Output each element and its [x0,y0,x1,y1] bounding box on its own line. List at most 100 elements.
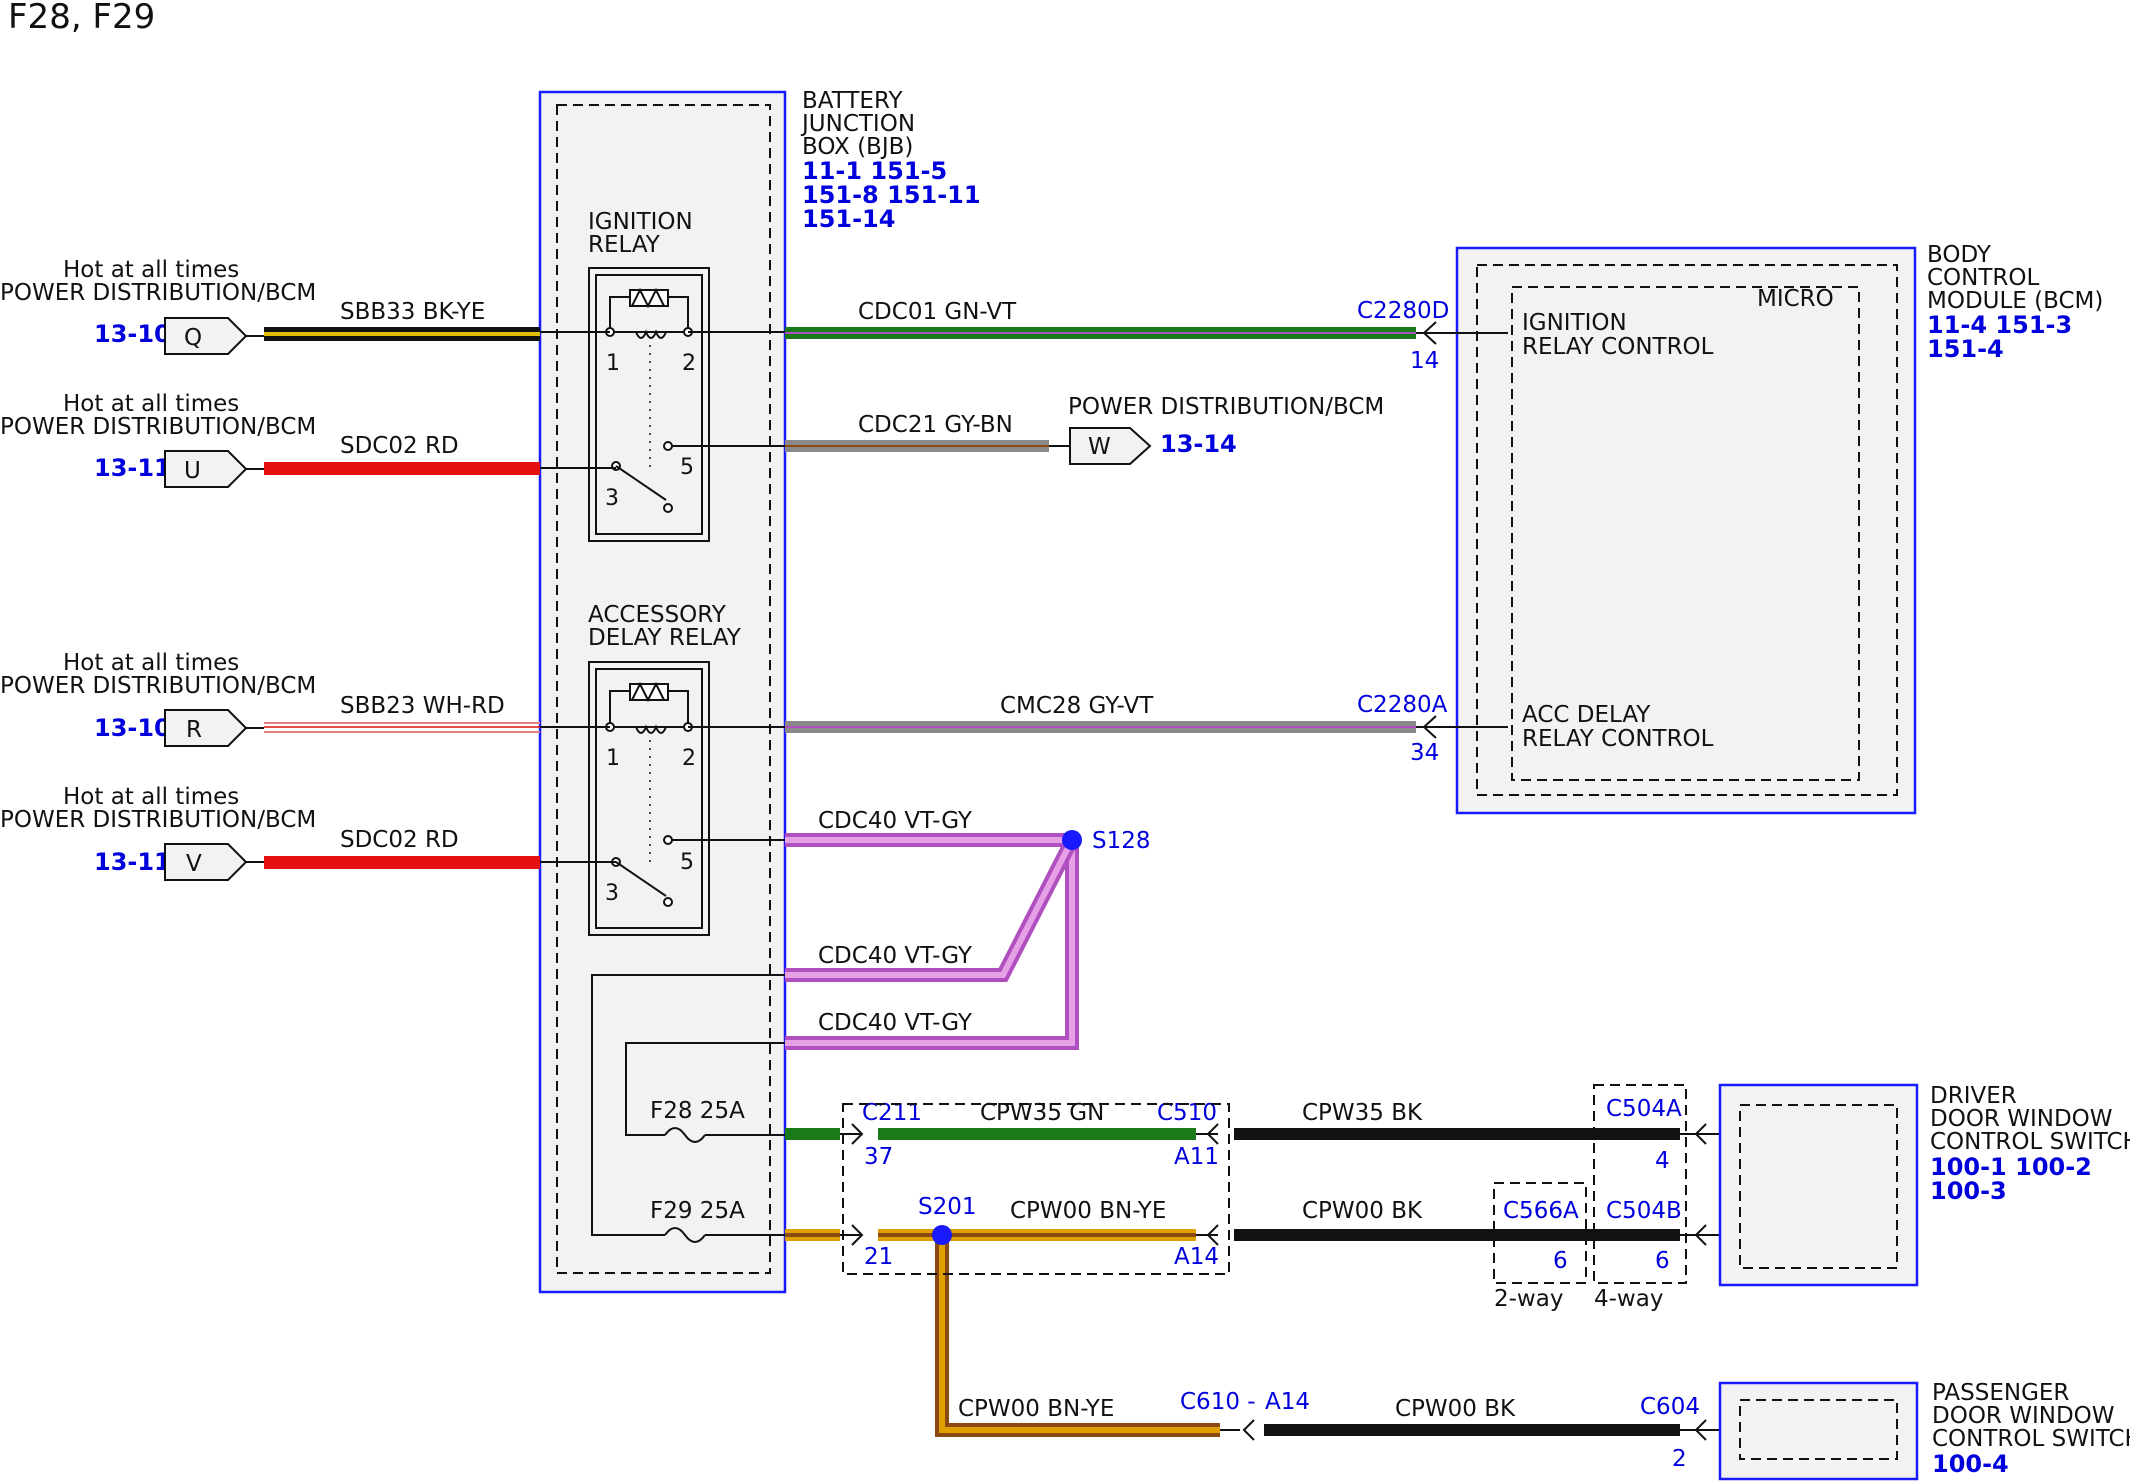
c510-pin-a11: A11 [1174,1144,1219,1170]
c566a-pin: 6 [1553,1248,1568,1274]
svg-text:CDC21 GY-BN: CDC21 GY-BN [858,412,1013,438]
svg-text:U: U [184,458,201,484]
wire-cpw35-circuit: C211 37 CPW35 GN C510 A11 CPW35 BK C504A… [785,1096,1720,1174]
svg-text:IGNITION: IGNITION [588,209,693,235]
svg-text:POWER DISTRIBUTION/BCM: POWER DISTRIBUTION/BCM [0,807,316,833]
c610-pin: A14 [1265,1389,1310,1415]
source-q: Hot at all times POWER DISTRIBUTION/BCM … [0,257,316,355]
svg-text:POWER DISTRIBUTION/BCM: POWER DISTRIBUTION/BCM [0,414,316,440]
svg-text:1: 1 [606,351,620,376]
connector-dashed-boxes: 2-way 4-way [842,1084,1687,1312]
svg-text:JUNCTION: JUNCTION [800,111,915,137]
wire-cpw00-circuit: 21 CPW00 BN-YE A14 CPW00 BK C566A 6 C504… [785,1198,1720,1274]
svg-text:DOOR WINDOW: DOOR WINDOW [1932,1403,2115,1429]
c510-pin-a14: A14 [1174,1244,1219,1270]
connector-w-dist: POWER DISTRIBUTION/BCM [1068,394,1384,420]
svg-text:2: 2 [682,746,696,771]
wire-cdc01-gn-vt: CDC01 GN-VT C2280D 14 [785,298,1508,374]
bcm-micro-dashed [1511,286,1860,781]
svg-text:CPW00 BN-YE: CPW00 BN-YE [958,1396,1114,1422]
ignition-relay-control-label: IGNITION RELAY CONTROL [1522,310,1714,360]
svg-text:DRIVER: DRIVER [1930,1083,2017,1109]
fuse-f28-label: F28 25A [650,1098,745,1124]
bcm-box [1455,246,1917,815]
c604-label: C604 [1640,1394,1700,1420]
svg-text:CONTROL: CONTROL [1927,265,2040,291]
svg-text:CPW35 BK: CPW35 BK [1302,1100,1423,1126]
svg-text:Hot at all times: Hot at all times [63,257,239,283]
c504a-pin: 4 [1655,1148,1670,1174]
svg-text:CPW00 BK: CPW00 BK [1302,1198,1423,1224]
svg-text:SBB23 WH-RD: SBB23 WH-RD [340,693,505,719]
wire-sdc02-rd-v: SDC02 RD [246,827,540,869]
svg-text:3: 3 [605,881,619,906]
svg-text:V: V [186,851,202,877]
wire-sbb33-bk-ye: SBB33 BK-YE [246,299,540,341]
svg-text:RELAY CONTROL: RELAY CONTROL [1522,726,1714,752]
source-v: Hot at all times POWER DISTRIBUTION/BCM … [0,784,316,881]
svg-text:Hot at all times: Hot at all times [63,650,239,676]
c2280d-pin: 14 [1410,348,1439,374]
source-u: Hot at all times POWER DISTRIBUTION/BCM … [0,391,316,488]
svg-text:MODULE (BCM): MODULE (BCM) [1927,288,2103,314]
wire-cdc40-vt-gy: CDC40 VT-GY CDC40 VT-GY CDC40 VT-GY S128 [785,808,1151,1050]
svg-text:POWER DISTRIBUTION/BCM: POWER DISTRIBUTION/BCM [0,673,316,699]
c2280d-label: C2280D [1357,298,1449,324]
wire-cdc21-gy-bn: CDC21 GY-BN W POWER DISTRIBUTION/BCM 13-… [785,394,1384,465]
svg-text:CDC40 VT-GY: CDC40 VT-GY [818,1010,973,1036]
page-title: F28, F29 [8,0,155,37]
svg-text:100-4: 100-4 [1932,1450,2009,1478]
svg-text:13-11: 13-11 [94,848,171,876]
svg-text:RELAY CONTROL: RELAY CONTROL [1522,334,1714,360]
svg-text:151-4: 151-4 [1927,335,2004,363]
svg-text:IGNITION: IGNITION [1522,310,1627,336]
svg-text:100-1 100-2: 100-1 100-2 [1930,1153,2092,1181]
c504b-label: C504B [1606,1198,1682,1224]
svg-text:ACC DELAY: ACC DELAY [1522,702,1651,728]
svg-text:11-1 151-5: 11-1 151-5 [802,157,947,185]
svg-text:5: 5 [680,455,694,480]
splice-s201-label: S201 [918,1194,977,1220]
wire-sbb23-wh-rd: SBB23 WH-RD [246,693,540,733]
wire-sdc02-rd-u: SDC02 RD [246,433,540,475]
ignition-relay: IGNITION RELAY 1 2 3 5 [588,209,710,542]
svg-text:DELAY RELAY: DELAY RELAY [588,625,742,651]
svg-text:11-4 151-3: 11-4 151-3 [1927,311,2072,339]
svg-text:BOX (BJB): BOX (BJB) [802,134,913,160]
wire-cmc28-gy-vt: CMC28 GY-VT C2280A 34 [785,692,1508,766]
svg-text:CDC40 VT-GY: CDC40 VT-GY [818,808,973,834]
svg-text:RELAY: RELAY [588,232,661,258]
svg-text:1: 1 [606,746,620,771]
svg-text:R: R [186,717,202,743]
svg-text:CMC28 GY-VT: CMC28 GY-VT [1000,693,1154,719]
bjb-label: BATTERY JUNCTION BOX (BJB) 11-1 151-5 15… [800,88,981,233]
micro-label: MICRO [1757,286,1834,312]
splice-s201-dot [932,1225,952,1245]
connector-w-letter: W [1088,434,1111,460]
svg-text:SDC02 RD: SDC02 RD [340,433,459,459]
svg-text:CDC01 GN-VT: CDC01 GN-VT [858,299,1017,325]
svg-text:13-11: 13-11 [94,454,171,482]
svg-text:CONTROL SWITCH: CONTROL SWITCH [1932,1426,2130,1452]
c566a-label: C566A [1503,1198,1579,1224]
svg-text:151-8 151-11: 151-8 151-11 [802,181,981,209]
c610-label: C610 - [1180,1389,1256,1415]
c211-pin-21: 21 [864,1244,893,1270]
svg-text:CDC40 VT-GY: CDC40 VT-GY [818,943,973,969]
acc-delay-relay-control-label: ACC DELAY RELAY CONTROL [1522,702,1714,752]
svg-text:BATTERY: BATTERY [802,88,903,114]
svg-text:5: 5 [680,850,694,875]
svg-text:BODY: BODY [1927,242,1992,268]
svg-text:Hot at all times: Hot at all times [63,784,239,810]
c504a-label: C504A [1606,1096,1682,1122]
svg-text:CPW00 BN-YE: CPW00 BN-YE [1010,1198,1166,1224]
passenger-door-window-switch: PASSENGER DOOR WINDOW CONTROL SWITCH 100… [1718,1380,2130,1481]
bjb-inner-dashed [556,104,771,1274]
splice-s128-dot [1062,830,1082,850]
svg-text:PASSENGER: PASSENGER [1932,1380,2069,1406]
svg-text:13-10: 13-10 [94,714,171,742]
c211-pin-37: 37 [864,1144,893,1170]
driver-door-window-switch: DRIVER DOOR WINDOW CONTROL SWITCH 100-1 … [1718,1083,2130,1287]
relay-internal-wiring [540,331,785,1243]
wire-cpw00-passenger: S201 CPW00 BN-YE C610 - A14 CPW00 BK C60… [918,1194,1720,1472]
